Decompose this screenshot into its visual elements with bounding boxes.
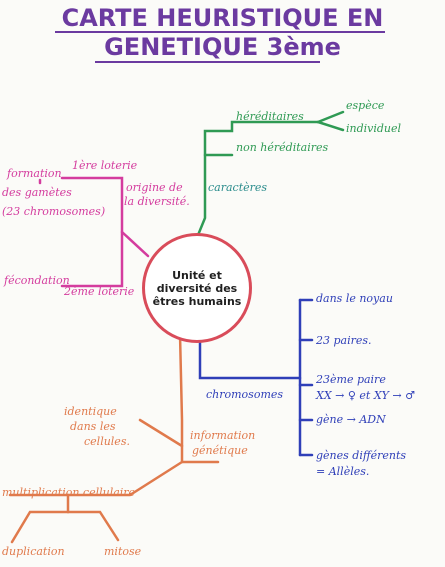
green-branch-individuel xyxy=(316,120,345,132)
label-paire23-2: XX → ♀ et XY → ♂ xyxy=(316,389,415,402)
label-non-hereditaires: non héréditaires xyxy=(236,141,329,154)
green-branch-espece xyxy=(316,110,345,124)
label-noyau: dans le noyau xyxy=(316,292,393,305)
title-underline-1 xyxy=(55,31,385,33)
label-mitose: mitose xyxy=(104,545,142,558)
label-hereditaires: héréditaires xyxy=(236,110,304,123)
label-alleles-1: gènes différents xyxy=(316,449,407,462)
label-formation-3: (23 chromosomes) xyxy=(2,205,106,218)
label-multiplication: multiplication cellulaire xyxy=(2,486,136,499)
title-underline-2 xyxy=(95,61,320,63)
label-espece: espèce xyxy=(346,99,385,112)
label-origine-1: origine de xyxy=(126,181,183,194)
label-paire23-1: 23ème paire xyxy=(316,373,386,386)
label-identique-2: dans les xyxy=(70,420,116,433)
label-origine-2: la diversité. xyxy=(124,195,190,208)
orange-branch-duplication xyxy=(10,510,70,544)
pink-branch-formation xyxy=(60,176,150,258)
label-caracteres: caractères xyxy=(208,181,268,194)
label-duplication: duplication xyxy=(2,545,65,558)
orange-branch-identique xyxy=(138,418,184,448)
green-branch-hereditaires xyxy=(194,120,320,242)
orange-branch-mitose xyxy=(66,510,120,542)
label-fecondation: fécondation xyxy=(4,274,70,287)
label-identique-1: identique xyxy=(64,405,117,418)
label-chromosomes: chromosomes xyxy=(206,388,284,401)
label-information-2: génétique xyxy=(192,444,248,457)
label-information-1: information xyxy=(190,429,256,442)
map-title-line2: GENETIQUE 3ème xyxy=(104,33,341,61)
label-identique-3: cellules. xyxy=(84,435,130,448)
central-topic[interactable]: Unité et diversité des êtres humains xyxy=(142,233,252,343)
blue-branch-chromosomes xyxy=(198,331,302,380)
label-formation-2: des gamètes xyxy=(2,186,72,199)
central-topic-text: Unité et diversité des êtres humains xyxy=(152,268,242,308)
label-loterie-2: 2ème loterie xyxy=(64,285,135,298)
label-gene: gène → ADN xyxy=(316,413,386,426)
pink-branch-fecondation xyxy=(60,230,124,288)
map-title-line1: CARTE HEURISTIQUE EN xyxy=(61,4,384,32)
label-loterie-1: 1ère loterie xyxy=(72,159,138,172)
label-paires: 23 paires. xyxy=(316,334,372,347)
label-formation-1: formation xyxy=(7,167,62,180)
label-alleles-2: = Allèles. xyxy=(316,465,370,478)
label-individuel: individuel xyxy=(346,122,402,135)
